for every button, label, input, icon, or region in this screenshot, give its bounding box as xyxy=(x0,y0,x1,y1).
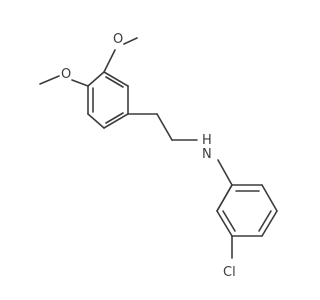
bond-ring2-f xyxy=(216,184,233,212)
molecule-structure: O O N H Cl xyxy=(39,32,278,280)
bond-ring2-double-3 xyxy=(222,210,236,232)
chlorine-label: Cl xyxy=(223,265,236,280)
molecule-canvas: O O N H Cl xyxy=(39,32,278,280)
bond-o-methyl-left xyxy=(39,75,60,85)
bond-ring1-a xyxy=(103,71,129,87)
bond-ring1-double-1 xyxy=(105,76,124,88)
bond-ring1-e xyxy=(103,113,129,129)
atom-labels: O O N H Cl xyxy=(61,32,236,280)
bond-ring2-double-2 xyxy=(258,210,272,232)
bond-ring2-d xyxy=(261,184,278,212)
bond-ring2-c xyxy=(261,210,278,237)
bond-c-o-left xyxy=(71,79,89,87)
bond-c-o-top xyxy=(103,49,116,73)
amine-n-label: N xyxy=(202,147,212,162)
bond-ring1-double-3 xyxy=(105,112,124,124)
amine-h-label: H xyxy=(202,133,212,148)
oxygen-top-label: O xyxy=(113,32,123,47)
bond-o-methyl-top xyxy=(123,37,138,45)
bond-ring1-b xyxy=(87,71,105,87)
bonds xyxy=(39,37,278,259)
bond-n-ch2 xyxy=(217,159,233,186)
bond-ring2-a xyxy=(216,210,233,237)
oxygen-left-label: O xyxy=(61,67,71,82)
bond-chain-2 xyxy=(156,113,173,141)
bond-ring1-d xyxy=(87,113,105,129)
